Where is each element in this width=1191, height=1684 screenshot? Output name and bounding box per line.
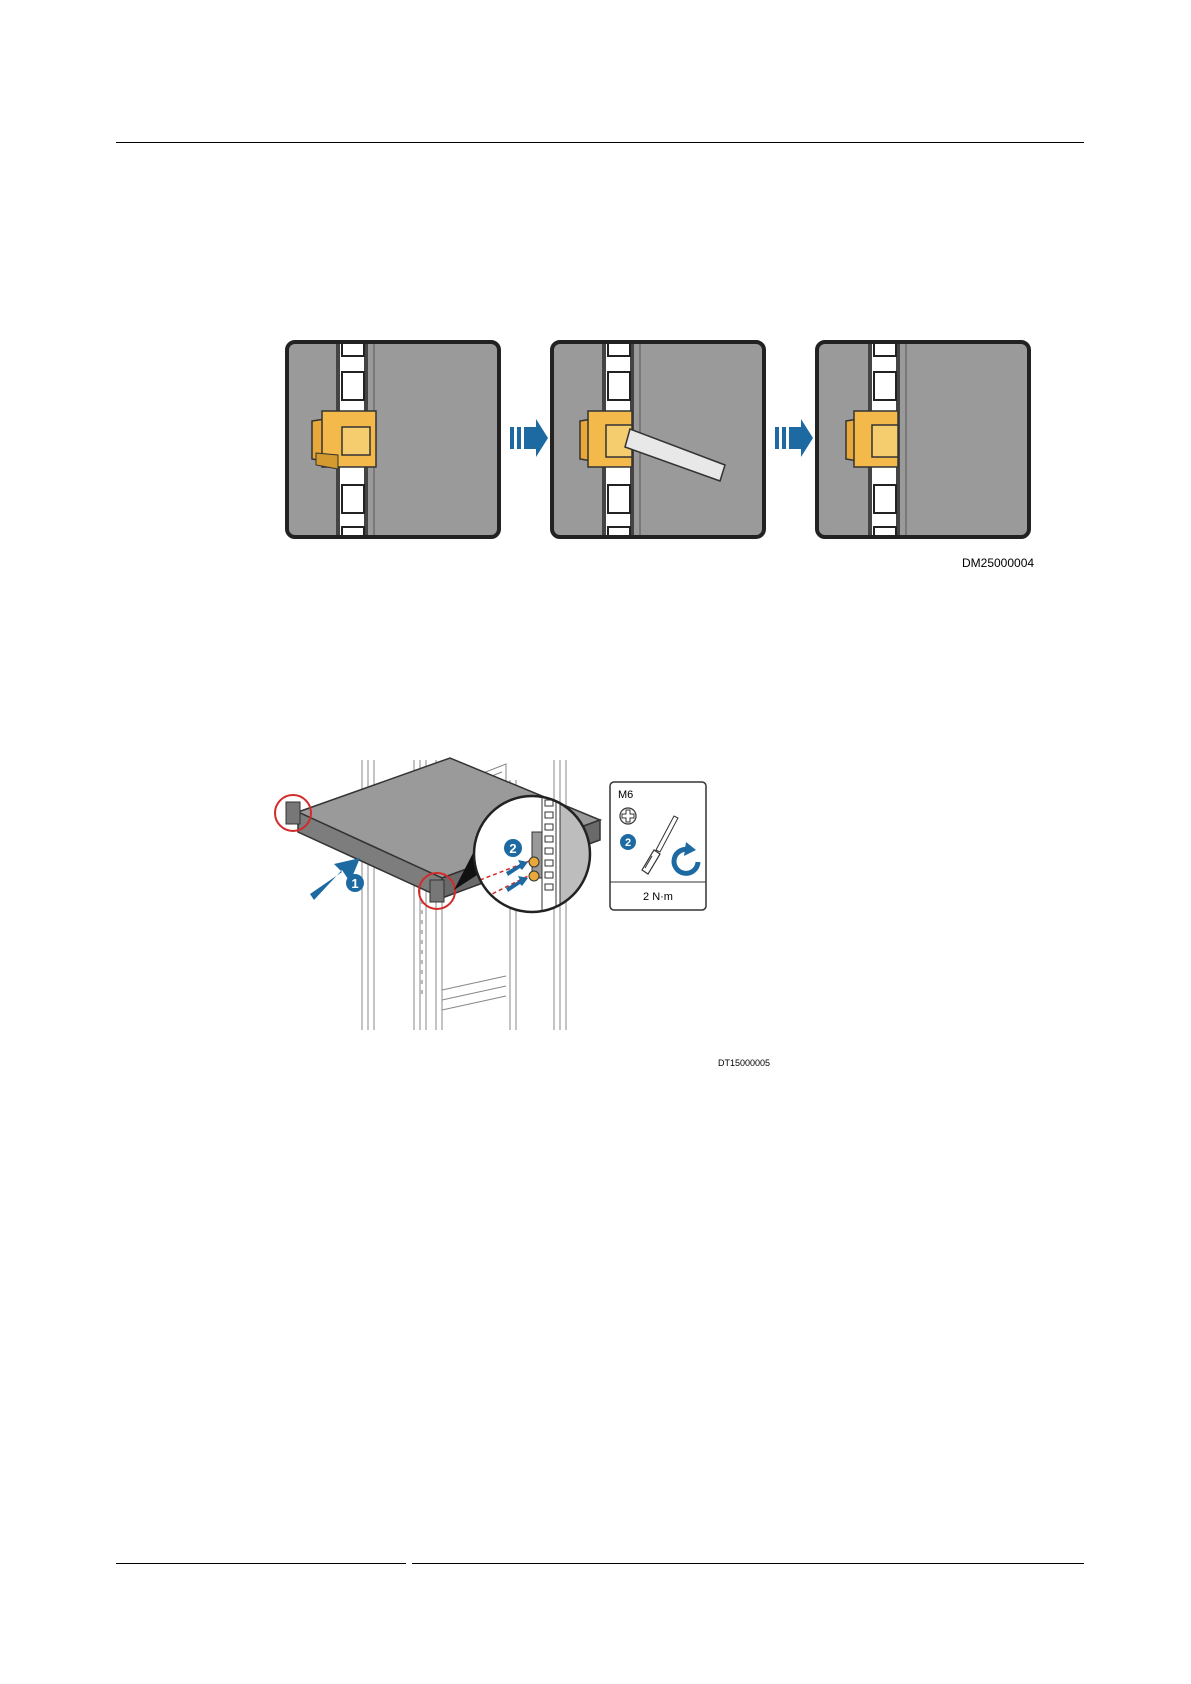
step-arrow-icon bbox=[775, 419, 813, 457]
step-arrow-icon bbox=[510, 419, 548, 457]
legend-step-label: 2 bbox=[625, 837, 631, 849]
screw-type-label: M6 bbox=[618, 789, 633, 801]
figure-device-installation: 1 bbox=[270, 750, 770, 1050]
torque-label: 2 N·m bbox=[643, 891, 673, 903]
tool-legend-box: M6 2 2 N·m bbox=[610, 782, 706, 910]
panel-3 bbox=[817, 342, 1029, 541]
figure-2-id: DT15000005 bbox=[718, 1058, 770, 1068]
panel-1 bbox=[287, 342, 499, 541]
footer-rule-left bbox=[116, 1563, 406, 1564]
figure-cage-nut-installation bbox=[280, 335, 1040, 575]
cage-nut-diagram bbox=[280, 335, 1040, 575]
header-rule bbox=[116, 142, 1084, 143]
device-install-diagram: 1 bbox=[270, 750, 770, 1050]
panel-2 bbox=[552, 342, 764, 541]
step-2-label: 2 bbox=[509, 841, 516, 856]
footer-rule-right bbox=[412, 1563, 1084, 1564]
figure-1-id: DM25000004 bbox=[962, 556, 1034, 570]
step-1-label: 1 bbox=[351, 876, 358, 891]
